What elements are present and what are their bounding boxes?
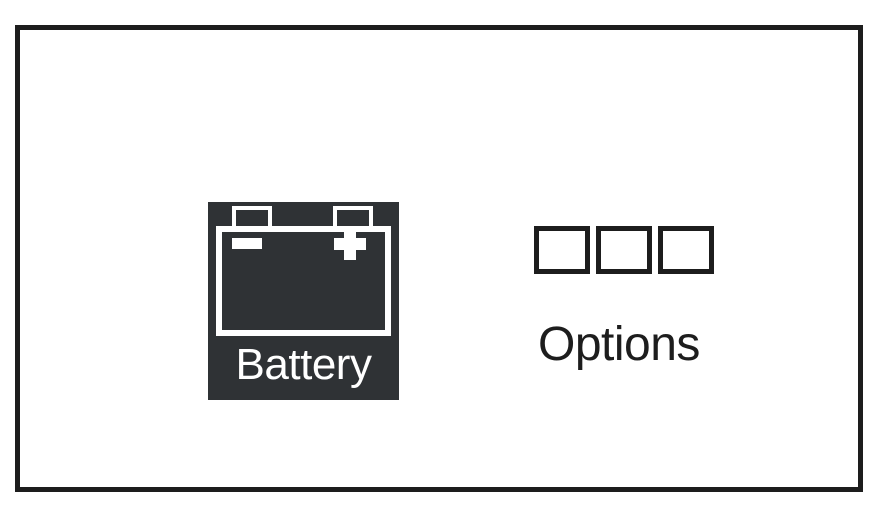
option-checkbox-2[interactable]: [596, 226, 652, 274]
battery-label: Battery: [235, 340, 372, 389]
plus-sign-icon: [334, 228, 366, 260]
battery-positive-terminal-icon: [333, 206, 373, 228]
plus-vertical-bar: [344, 228, 356, 260]
minus-sign-icon: [232, 238, 262, 249]
battery-negative-terminal-icon: [232, 206, 272, 228]
option-checkbox-1[interactable]: [534, 226, 590, 274]
options-checkbox-row: [534, 226, 714, 274]
option-checkbox-3[interactable]: [658, 226, 714, 274]
battery-tile[interactable]: Battery: [208, 202, 399, 400]
battery-body-icon: [216, 226, 391, 336]
options-label: Options: [538, 318, 700, 371]
outer-frame: Battery Options: [15, 25, 863, 492]
